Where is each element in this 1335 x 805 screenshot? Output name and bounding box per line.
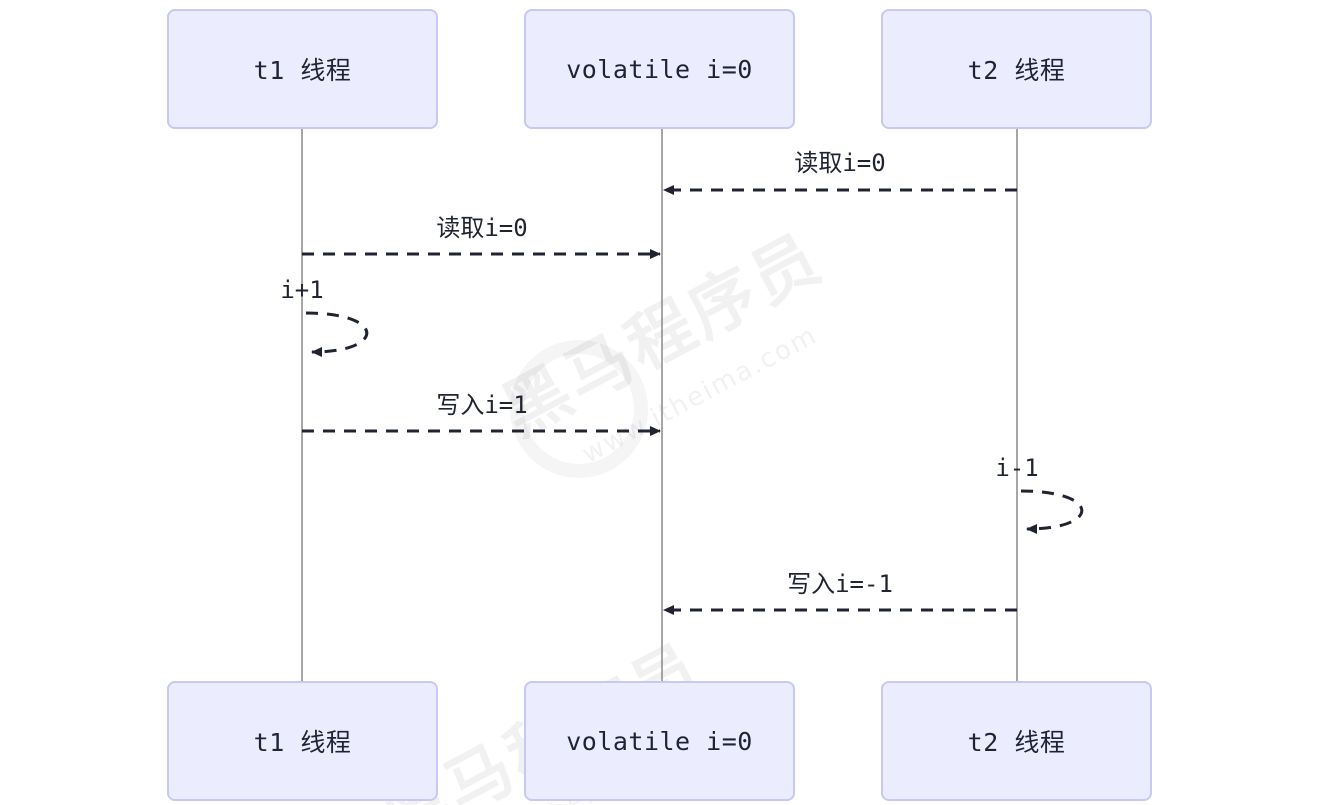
participant-label: t2 线程 [967,728,1066,757]
participant-label: volatile i=0 [566,54,753,84]
participant-label: t1 线程 [253,728,352,757]
participant-label: volatile i=0 [566,726,753,756]
message-label-m2: 读取i=0 [436,214,528,242]
self-loop-loop2 [1020,489,1084,534]
lifelines-group [301,129,1018,681]
self-loop-label-loop1: i+1 [280,276,324,304]
messages-group [302,185,1017,615]
participant-label: t1 线程 [253,56,352,85]
participant-box-top-t1[interactable]: t1 线程 [167,9,438,129]
message-label-m1: 读取i=0 [794,149,886,177]
self-loop-loop1 [305,311,369,357]
self-loop-label-loop2: i-1 [995,454,1039,482]
participant-box-bottom-t2[interactable]: t2 线程 [881,681,1152,801]
participant-label: t2 线程 [967,56,1066,85]
participant-box-bottom-t1[interactable]: t1 线程 [167,681,438,801]
message-label-m4: 写入i=-1 [787,570,893,598]
participant-box-bottom-volatile[interactable]: volatile i=0 [524,681,795,801]
participant-box-top-t2[interactable]: t2 线程 [881,9,1152,129]
self-loops-group [305,311,1084,534]
participant-box-top-volatile[interactable]: volatile i=0 [524,9,795,129]
message-label-m3: 写入i=1 [436,391,528,419]
